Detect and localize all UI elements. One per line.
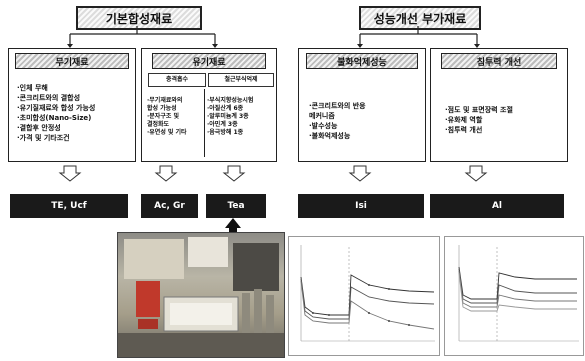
inorganic-item: ·유기질재료와 합성 가능성 [17, 104, 96, 112]
inorganic-item: ·콘크리트와의 결합성 [17, 94, 81, 102]
dispersion-item: ·콘크리트와의 반응 [309, 102, 366, 110]
result-box-te-ucf: TE, Ucf [10, 194, 128, 218]
inorganic-item: ·결합후 안정성 [17, 124, 61, 132]
inorganic-item: ·가격 및 기타조건 [17, 134, 70, 142]
dispersion-item: ·불화억제성능 [309, 132, 351, 140]
organic-title: 유기재료 [152, 53, 266, 69]
penetration-panel: 침투력 개선 ·점도 및 표면장력 조절 ·유화제 역할 ·침투력 개선 [430, 48, 568, 162]
dispersion-title: 불화억제성능 [306, 53, 418, 69]
penetration-title: 침투력 개선 [441, 53, 557, 69]
inorganic-panel: 무기재료 ·인체 무해 ·콘크리트와의 결합성 ·유기질재료와 합성 가능성 ·… [8, 48, 136, 162]
result-box-isi: Isi [298, 194, 424, 218]
divider [204, 89, 205, 157]
organic-right-item: ·알루미늄계 3종 [207, 113, 249, 120]
dispersion-panel: 불화억제성능 ·콘크리트와의 반응 메커니즘 ·발수성능 ·불화억제성능 [298, 48, 426, 162]
organic-left-item: ·분자구조 및 [147, 113, 179, 120]
organic-left-item: 합성 가능성 [147, 105, 177, 112]
lab-apparatus-photo [117, 232, 285, 358]
penetration-item: ·침투력 개선 [445, 126, 483, 134]
organic-left-item: ·유연성 및 기타 [147, 129, 187, 136]
organic-right-item: ·아질산계 6종 [207, 105, 244, 112]
penetration-item: ·점도 및 표면장력 조절 [445, 106, 513, 114]
inorganic-title: 무기재료 [15, 53, 129, 69]
additive-materials-header: 성능개선 부가재료 [359, 6, 481, 30]
organic-right-item: ·부식지향성능시험 [207, 97, 254, 104]
organic-right-item: ·음극방해 1종 [207, 129, 244, 136]
inorganic-item: ·인체 무해 [17, 84, 48, 92]
dispersion-item: ·발수성능 [309, 122, 338, 130]
organic-left-item: ·무기재료와의 [147, 97, 183, 104]
dispersion-item: 메커니즘 [309, 112, 335, 120]
result-box-al: Al [430, 194, 564, 218]
basic-synthesis-header: 기본합성재료 [76, 6, 202, 30]
result-box-tea: Tea [206, 194, 266, 218]
organic-right-item: ·아민계 3종 [207, 121, 238, 128]
inorganic-item: ·초미합성(Nano-Size) [17, 114, 92, 122]
chart-2 [444, 236, 584, 356]
line-chart-1 [300, 245, 435, 342]
penetration-item: ·유화제 역할 [445, 116, 483, 124]
lab-apparatus-image [118, 237, 284, 357]
line-chart-2 [458, 245, 579, 342]
result-box-ac-gr: Ac, Gr [141, 194, 198, 218]
organic-left-item: 결정화도 [147, 121, 170, 128]
corrosion-inhibition-label: 철근부식억제 [208, 73, 274, 87]
organic-panel: 유기재료 충격흡수 철근부식억제 ·무기재료와의 합성 가능성 ·분자구조 및 … [141, 48, 277, 162]
chart-1 [288, 236, 440, 356]
shock-absorption-label: 충격흡수 [148, 73, 206, 87]
